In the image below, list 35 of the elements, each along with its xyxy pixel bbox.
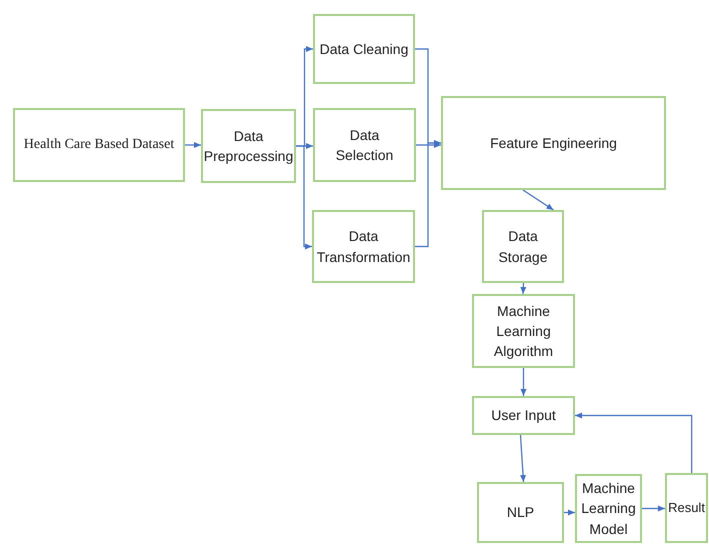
process-box [13, 108, 185, 182]
box-label: Data Preprocessing [204, 126, 294, 166]
process-box [575, 474, 642, 543]
process-box [482, 210, 564, 283]
process-box [313, 14, 415, 84]
process-box [441, 96, 666, 190]
arrow [522, 190, 554, 210]
box-label: User Input [491, 406, 556, 426]
arrow [564, 510, 575, 516]
arrow [520, 434, 526, 482]
box-label: NLP [506, 503, 534, 522]
process-box [312, 210, 415, 283]
arrow [296, 145, 312, 250]
process-box [477, 482, 564, 543]
box-label: Data Selection [334, 126, 394, 165]
arrow [520, 368, 526, 396]
process-box [201, 109, 296, 183]
process-box [472, 396, 575, 435]
process-box [472, 294, 575, 368]
box-label: Data Storage [497, 227, 549, 267]
process-box [313, 108, 416, 182]
box-label: Machine Learning Model [581, 479, 636, 539]
box-label: Feature Engineering [490, 134, 617, 153]
process-box [665, 473, 708, 543]
arrow [520, 282, 526, 294]
box-label: Data Transformation [316, 227, 410, 266]
arrow [185, 142, 201, 148]
arrow [416, 142, 441, 148]
box-label: Data Cleaning [320, 40, 408, 59]
arrow [415, 140, 441, 248]
arrow [642, 506, 665, 512]
box-label: Health Care Based Dataset [24, 136, 174, 154]
arrow [575, 412, 692, 473]
box-label: Machine Learning Algorithm [492, 302, 554, 362]
box-label: Result [668, 498, 705, 517]
